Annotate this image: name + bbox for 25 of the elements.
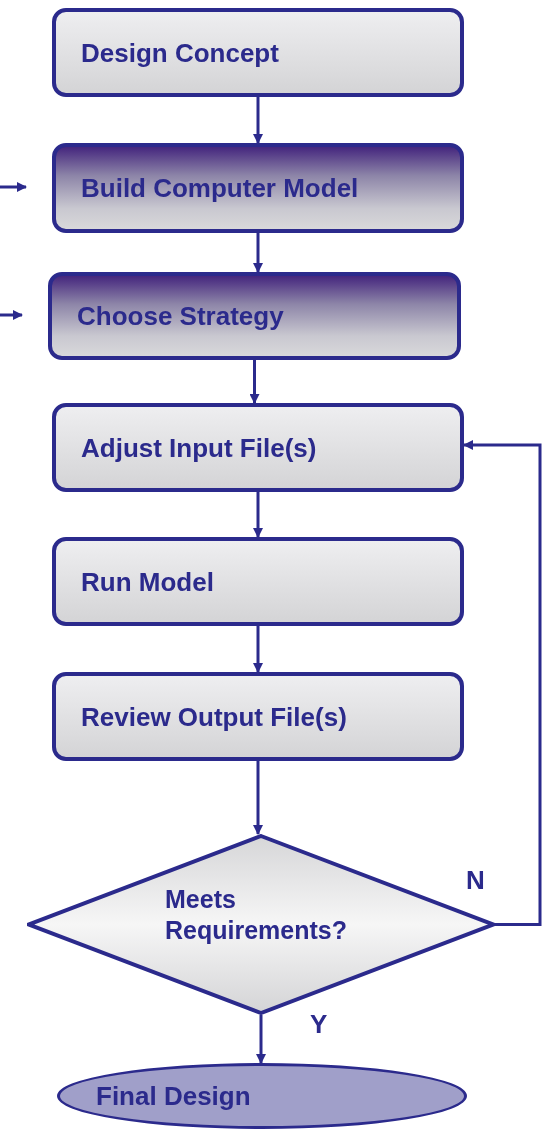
step-label: Build Computer Model bbox=[81, 171, 359, 205]
arrow bbox=[249, 360, 260, 404]
step-label: Design Concept bbox=[81, 36, 279, 69]
arrow bbox=[253, 233, 263, 273]
step-label: Adjust Input File(s) bbox=[81, 431, 317, 464]
step-label: Review Output File(s) bbox=[81, 700, 347, 733]
arrow bbox=[253, 97, 263, 144]
process-box bbox=[48, 272, 461, 360]
arrow bbox=[0, 182, 27, 192]
arrow bbox=[253, 492, 263, 538]
arrow bbox=[253, 761, 263, 835]
step-label: Run Model bbox=[81, 565, 214, 598]
arrow bbox=[253, 626, 263, 673]
arrow bbox=[0, 310, 23, 320]
process-box bbox=[52, 672, 464, 761]
process-box bbox=[52, 537, 464, 626]
step-label: Final Design bbox=[96, 1079, 251, 1113]
process-box bbox=[52, 403, 464, 492]
step-label: Meets Requirements? bbox=[165, 884, 348, 947]
process-box bbox=[52, 8, 464, 97]
step-label: Choose Strategy bbox=[77, 299, 284, 333]
decision-diamond bbox=[27, 834, 495, 1015]
arrow bbox=[256, 1015, 266, 1064]
arrow bbox=[463, 440, 542, 926]
process-box bbox=[52, 143, 464, 233]
